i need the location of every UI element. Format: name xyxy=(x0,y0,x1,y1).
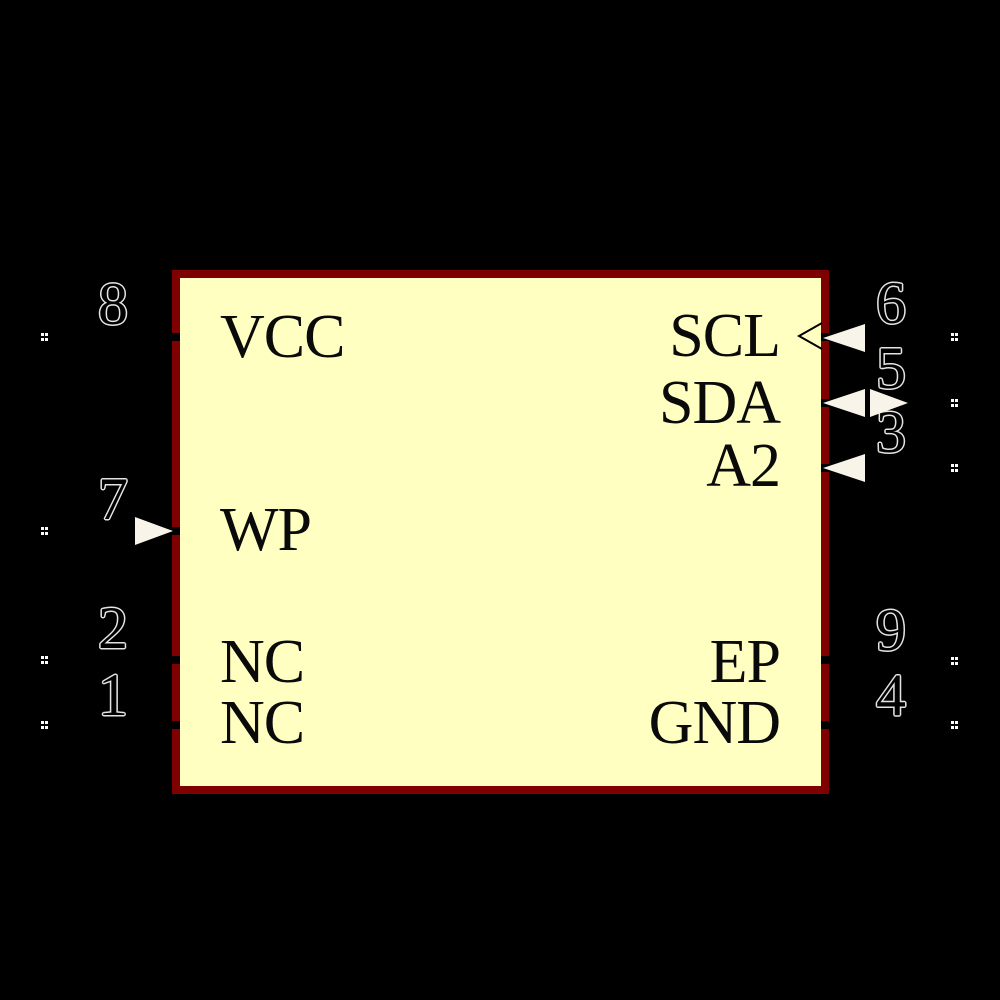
pin-number: 6 xyxy=(876,270,906,336)
pin-line[interactable] xyxy=(821,333,955,341)
pin-name: SCL xyxy=(669,301,781,370)
bidirectional-arrow-left-icon xyxy=(823,389,865,417)
pin-name: EP xyxy=(709,627,781,696)
pin-name: NC xyxy=(220,688,305,757)
pin-name: NC xyxy=(220,627,305,696)
pin-number: 4 xyxy=(876,662,906,728)
pin-line[interactable] xyxy=(821,464,955,472)
pin-connection-point[interactable] xyxy=(41,527,44,530)
pin-name: WP xyxy=(220,495,312,564)
pin-line[interactable] xyxy=(821,721,955,729)
pin-line[interactable] xyxy=(45,721,180,729)
input-arrow-icon xyxy=(823,324,865,352)
pin-number: 1 xyxy=(98,662,128,728)
pin-line[interactable] xyxy=(45,656,180,664)
pin-line[interactable] xyxy=(45,333,180,341)
pin-name: SDA xyxy=(658,368,781,437)
symbol-body[interactable] xyxy=(172,270,829,794)
pin-connection-point[interactable] xyxy=(41,333,44,336)
input-arrow-icon xyxy=(823,454,865,482)
pin-number: 5 xyxy=(876,335,906,401)
pin-connection-point[interactable] xyxy=(951,657,954,660)
pin-number: 8 xyxy=(98,271,128,337)
pin-name: A2 xyxy=(706,431,781,500)
pin-number: 2 xyxy=(98,595,128,661)
pin-line[interactable] xyxy=(821,656,955,664)
pin-line[interactable] xyxy=(45,527,180,535)
pin-number: 9 xyxy=(876,597,906,663)
pin-number: 7 xyxy=(98,466,128,532)
pin-connection-point[interactable] xyxy=(41,656,44,659)
pin-connection-point[interactable] xyxy=(41,721,44,724)
pin-name: GND xyxy=(648,688,781,757)
pin-connection-point[interactable] xyxy=(951,721,954,724)
pin-connection-point[interactable] xyxy=(951,464,954,467)
pin-connection-point[interactable] xyxy=(951,333,954,336)
pin-connection-point[interactable] xyxy=(951,399,954,402)
clock-input-icon xyxy=(797,322,823,350)
pin-name: VCC xyxy=(220,302,345,371)
bidirectional-arrow-right-icon xyxy=(870,389,908,417)
input-arrow-icon xyxy=(135,517,173,545)
